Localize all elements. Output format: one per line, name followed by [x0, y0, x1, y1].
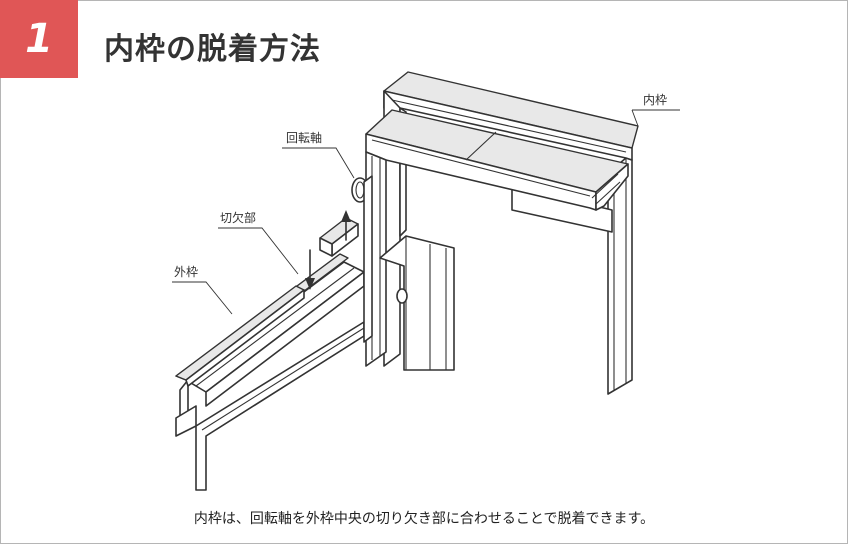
label-notch: 切欠部 [220, 210, 256, 225]
step-badge: 1 [0, 0, 78, 78]
inner-frame-illustration [351, 71, 639, 395]
caption-text: 内枠は、回転軸を外枠中央の切り欠き部に合わせることで脱着できます。 [193, 511, 655, 527]
pivot-axis-leader [282, 147, 355, 179]
step-number: 1 [25, 16, 53, 62]
notch-leader [218, 227, 299, 275]
page-title: 内枠の脱着方法 [104, 32, 321, 67]
label-pivot-axis: 回転軸 [286, 131, 322, 145]
outer-frame-leader [172, 281, 233, 315]
outer-frame-illustration [175, 175, 373, 491]
label-inner-frame: 内枠 [643, 93, 667, 107]
inner-frame-leader-tip [631, 109, 639, 127]
label-outer-frame: 外枠 [174, 265, 198, 279]
